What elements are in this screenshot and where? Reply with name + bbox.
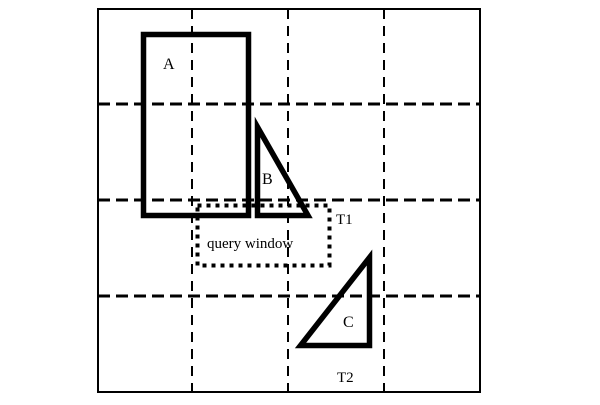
object-a-label: A — [163, 56, 175, 73]
object-c-label: C — [343, 314, 354, 331]
tile-t1-label: T1 — [336, 212, 353, 228]
object-c-triangle — [294, 249, 373, 349]
tile-t2-label: T2 — [337, 370, 354, 386]
object-b-triangle — [254, 116, 313, 219]
object-a-rectangle — [140, 31, 252, 219]
query-window-rect — [195, 203, 332, 268]
object-b-label: B — [262, 171, 273, 188]
query-window-label: query window — [207, 236, 293, 252]
